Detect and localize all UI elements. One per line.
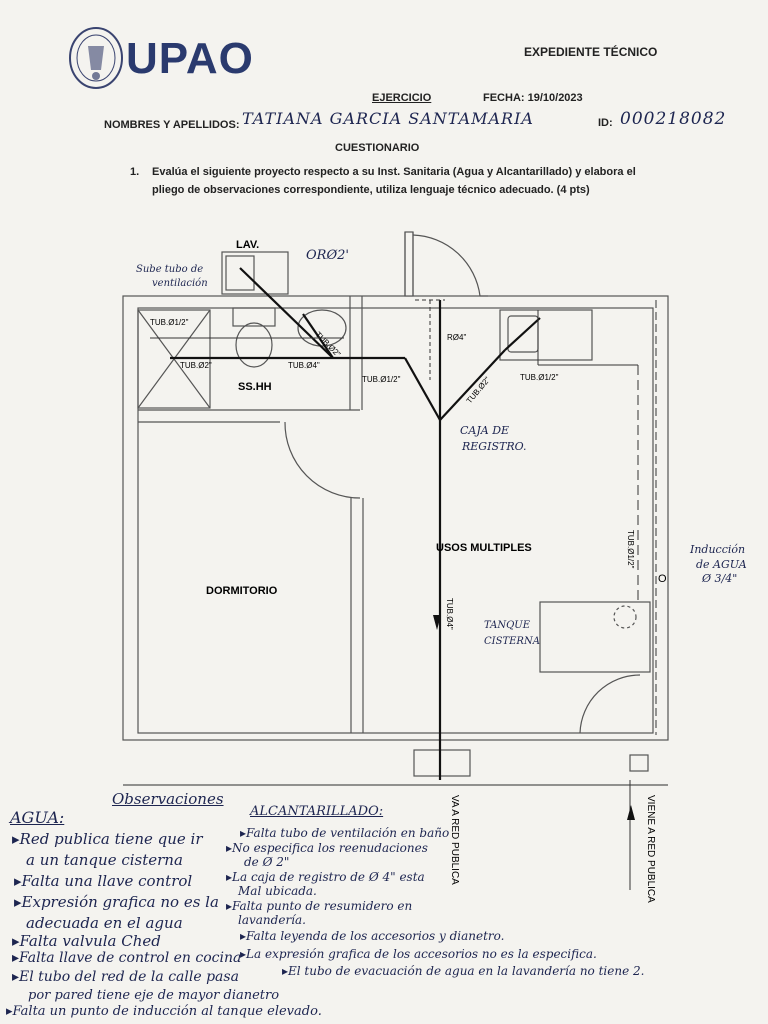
list-item: lavandería. xyxy=(238,913,306,927)
caja-1: CAJA DE xyxy=(460,424,510,437)
observaciones-title: Observaciones xyxy=(112,790,224,808)
list-item: a un tanque cisterna xyxy=(26,851,183,869)
tanque-2: CISTERNA xyxy=(484,636,540,647)
question-number: 1. xyxy=(130,166,140,178)
list-item: ▸Expresión grafica no es la xyxy=(14,893,219,911)
caja-2: REGISTRO. xyxy=(462,440,527,453)
induccion-3: Ø 3/4" xyxy=(702,572,738,585)
list-item: ▸El tubo del red de la calle pasa xyxy=(12,969,239,985)
list-item: ▸Falta una llave control xyxy=(14,872,193,890)
lav-label: LAV. xyxy=(236,239,259,251)
tanque-1: TANQUE xyxy=(484,620,531,631)
list-item: ▸Falta tubo de ventilación en baño xyxy=(240,826,450,840)
orr-label: ORØ2' xyxy=(306,248,349,263)
brand-logo: UPAO xyxy=(126,34,254,83)
list-item: ▸El tubo de evacuación de agua en la lav… xyxy=(282,964,645,978)
induccion-2: de AGUA xyxy=(696,558,747,571)
tub-02-a: TUB.Ø2" xyxy=(180,361,212,370)
list-item: ▸Falta leyenda de los accesorios y diane… xyxy=(240,929,505,943)
doc-type: EXPEDIENTE TÉCNICO xyxy=(524,45,658,59)
o-mark: O xyxy=(658,573,667,585)
list-item: adecuada en el agua xyxy=(26,914,183,932)
tub-01-half-c: TUB.Ø1/2" xyxy=(520,373,559,382)
tub-01-half-a: TUB.Ø1/2" xyxy=(150,318,189,327)
induccion-1: Inducción xyxy=(690,543,746,556)
sube-tubo-1: Sube tubo de xyxy=(136,264,204,275)
list-item: ▸No especifica los reenudaciones xyxy=(226,841,428,855)
list-item: ▸Falta valvula Ched xyxy=(12,932,161,950)
tub-01-half-b: TUB.Ø1/2" xyxy=(362,375,401,384)
ro4-label: RØ4" xyxy=(447,333,466,342)
list-item: ▸Falta llave de control en cocina xyxy=(12,950,242,966)
names-value: TATIANA GARCIA SANTAMARIA xyxy=(242,109,534,128)
dormitorio-label: DORMITORIO xyxy=(206,585,278,597)
section-title: CUESTIONARIO xyxy=(335,142,420,154)
ssh-label: SS.HH xyxy=(238,381,272,393)
va-red-label: VA A RED PUBLICA xyxy=(449,795,460,885)
list-item: Mal ubicada. xyxy=(238,884,317,898)
sube-tubo-2: ventilación xyxy=(152,278,208,289)
question-text-1: Evalúa el siguiente proyecto respecto a … xyxy=(152,166,636,178)
tub-04-v: TUB.Ø4" xyxy=(445,598,454,630)
viene-red-label: VIENE A RED PUBLICA xyxy=(645,795,656,903)
list-item: ▸Red publica tiene que ir xyxy=(12,830,203,848)
usos-label: USOS MULTIPLES xyxy=(436,542,532,554)
tub-01-half-d: TUB.Ø1/2" xyxy=(626,530,635,569)
list-item: ▸La expresión grafica de los accesorios … xyxy=(240,947,597,961)
list-item: de Ø 2" xyxy=(244,855,290,869)
exercise-label: EJERCICIO xyxy=(372,92,432,104)
alc-title: ALCANTARILLADO: xyxy=(250,804,384,819)
id-value: 000218082 xyxy=(620,109,727,129)
list-item: ▸Falta un punto de inducción al tanque e… xyxy=(6,1004,322,1019)
list-item: ▸Falta punto de resumidero en xyxy=(226,899,413,913)
list-item: por pared tiene eje de mayor dianetro xyxy=(28,988,280,1003)
agua-title: AGUA: xyxy=(10,808,65,827)
question-text-2: pliego de observaciones correspondiente,… xyxy=(152,184,590,196)
list-item: ▸La caja de registro de Ø 4" esta xyxy=(226,870,425,884)
id-label: ID: xyxy=(598,117,613,129)
date-label: FECHA: 19/10/2023 xyxy=(483,92,583,104)
university-seal-icon xyxy=(68,26,124,90)
tub-04-a: TUB.Ø4" xyxy=(288,361,320,370)
names-label: NOMBRES Y APELLIDOS: xyxy=(104,119,240,131)
